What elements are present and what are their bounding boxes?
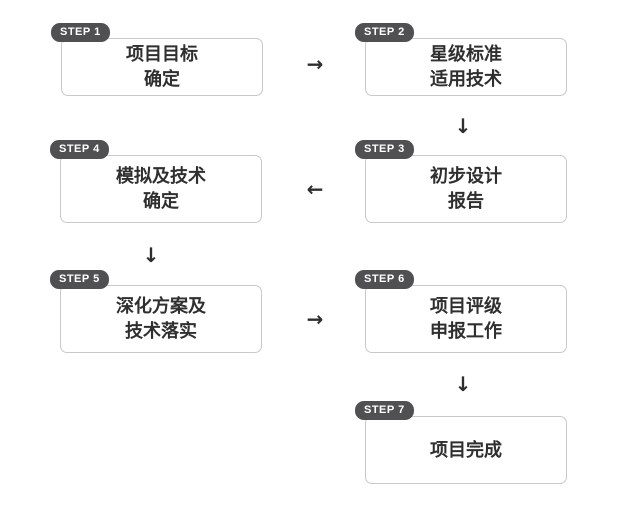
step-1: STEP 1 项目目标 确定 (51, 23, 263, 96)
step-3-badge: STEP 3 (355, 140, 414, 159)
step-3-label-line1: 初步设计 (430, 166, 502, 186)
arrow-right-icon-step1-to-step2: → (306, 52, 324, 76)
step-2-box: 星级标准 适用技术 (365, 38, 567, 96)
step-7: STEP 7 项目完成 (355, 401, 567, 484)
step-4-label-line2: 确定 (143, 191, 179, 211)
step-5-badge: STEP 5 (50, 270, 109, 289)
arrow-down-icon-step2-to-step3: ↓ (454, 114, 472, 138)
step-1-label-line2: 确定 (144, 69, 180, 89)
step-3-box: 初步设计 报告 (365, 155, 567, 223)
arrow-down-icon-step6-to-step7: ↓ (454, 372, 472, 396)
step-6-label-line1: 项目评级 (430, 296, 502, 316)
step-7-badge: STEP 7 (355, 401, 414, 420)
step-5-label-line2: 技术落实 (125, 321, 197, 341)
step-2: STEP 2 星级标准 适用技术 (355, 23, 567, 96)
step-5-label-line1: 深化方案及 (116, 296, 206, 316)
step-1-label-line1: 项目目标 (126, 44, 198, 64)
step-5: STEP 5 深化方案及 技术落实 (50, 270, 262, 353)
step-6-box: 项目评级 申报工作 (365, 285, 567, 353)
step-4-badge: STEP 4 (50, 140, 109, 159)
step-6-label-line2: 申报工作 (430, 321, 502, 341)
step-1-box: 项目目标 确定 (61, 38, 263, 96)
step-7-label-line1: 项目完成 (430, 439, 502, 460)
step-7-box: 项目完成 (365, 416, 567, 484)
step-5-box: 深化方案及 技术落实 (60, 285, 262, 353)
step-4: STEP 4 模拟及技术 确定 (50, 140, 262, 223)
arrow-right-icon-step5-to-step6: → (306, 307, 324, 331)
step-6: STEP 6 项目评级 申报工作 (355, 270, 567, 353)
step-2-label-line2: 适用技术 (430, 69, 502, 89)
arrow-left-icon-step3-to-step4: ← (306, 177, 324, 201)
step-4-box: 模拟及技术 确定 (60, 155, 262, 223)
step-3: STEP 3 初步设计 报告 (355, 140, 567, 223)
step-1-badge: STEP 1 (51, 23, 110, 42)
arrow-down-icon-step4-to-step5: ↓ (142, 243, 160, 267)
step-4-label-line1: 模拟及技术 (116, 166, 206, 186)
step-2-label-line1: 星级标准 (430, 44, 502, 64)
step-2-badge: STEP 2 (355, 23, 414, 42)
step-3-label-line2: 报告 (448, 191, 484, 211)
step-6-badge: STEP 6 (355, 270, 414, 289)
